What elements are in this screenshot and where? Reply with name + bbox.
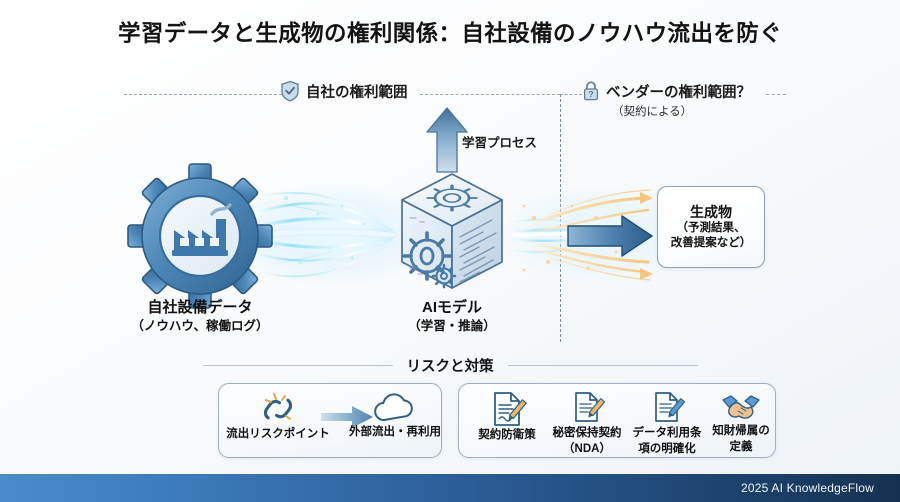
output-sublabel-2: 改善提案など）	[670, 237, 752, 250]
model-caption: AIモデル （学習・推論）	[372, 299, 532, 334]
risk-section-title: リスクと対策	[406, 359, 494, 375]
handshake-icon	[722, 395, 760, 419]
measure-item-1: 契約防衛策	[469, 391, 545, 443]
leak-result-label: 外部流出・再利用	[349, 426, 441, 438]
learning-process-label: 学習プロセス	[462, 136, 538, 150]
right-zone-sublabel: （契約による）	[612, 106, 693, 118]
ai-cube-icon	[401, 173, 503, 289]
risk-rule-right	[507, 365, 698, 366]
model-sublabel: （学習・推論）	[408, 318, 496, 333]
output-sublabel-1: （予測結果、	[676, 222, 746, 235]
left-zone-label-text: 自社の権利範囲	[306, 84, 408, 101]
broken-chain-icon	[263, 393, 293, 420]
footer-bar: 2025 AI KnowledgeFlow	[0, 474, 900, 502]
left-zone-top-boundary	[124, 94, 292, 95]
measure-item-3: データ利用条 項の明確化	[627, 391, 707, 457]
cloud-icon	[374, 393, 413, 422]
page-title: 学習データと生成物の権利関係：自社設備のノウハウ流出を防ぐ	[117, 21, 783, 46]
document-pencil-icon	[655, 392, 685, 422]
left-zone-top-boundary-right	[420, 94, 560, 95]
leak-risk-card: 流出リスクポイント 外部流出・再利用	[218, 383, 442, 458]
zone-divider	[560, 94, 561, 342]
source-sublabel: （ノウハウ、稼働ログ）	[131, 318, 269, 333]
gear-factory-icon	[127, 163, 273, 309]
source-label: 自社設備データ	[147, 299, 253, 316]
shield-check-icon	[280, 80, 300, 102]
svg-text:?: ?	[588, 89, 593, 99]
measure-item-4-label-2: 定義	[729, 440, 753, 453]
risk-rule-left	[202, 365, 393, 366]
measure-item-3-label-2: 項の明確化	[638, 442, 696, 455]
leak-arrow-icon	[321, 406, 373, 428]
right-zone-top-boundary-right	[766, 94, 786, 95]
output-box: 生成物 （予測結果、 改善提案など）	[657, 186, 765, 268]
right-zone-top-boundary-left	[560, 94, 582, 95]
measures-card: 契約防衛策 秘密保持契約 （NDA）	[458, 383, 776, 458]
left-zone-label: 自社の権利範囲	[280, 80, 408, 102]
lock-question-icon: ?	[582, 80, 600, 102]
measure-item-2-label-1: 秘密保持契約	[552, 427, 622, 439]
risk-section-header: リスクと対策	[0, 355, 900, 376]
measure-item-1-label: 契約防衛策	[478, 429, 536, 441]
leak-risk-point: 流出リスクポイント	[226, 392, 330, 442]
contract-document-icon	[494, 392, 527, 426]
learning-process-arrow	[426, 107, 468, 173]
output-label: 生成物	[690, 203, 732, 220]
model-label: AIモデル	[421, 299, 482, 316]
measure-item-4-label-1: 知財帰属の	[712, 425, 770, 437]
measure-item-3-label-1: データ利用条	[632, 427, 702, 439]
leak-result: 外部流出・再利用	[349, 392, 441, 440]
footer-text: 2025 AI KnowledgeFlow	[741, 481, 874, 495]
right-zone-label-text: ベンダーの権利範囲？	[606, 84, 751, 101]
output-arrow	[567, 215, 653, 257]
document-pencil-icon	[575, 392, 605, 422]
measure-item-2: 秘密保持契約 （NDA）	[547, 391, 627, 457]
measure-item-4: 知財帰属の 定義	[705, 391, 777, 455]
right-zone-label: ? ベンダーの権利範囲？	[582, 80, 751, 102]
leak-risk-point-label: 流出リスクポイント	[226, 428, 330, 440]
source-caption: 自社設備データ （ノウハウ、稼働ログ）	[100, 299, 300, 334]
measure-item-2-label-2: （NDA）	[563, 442, 611, 455]
